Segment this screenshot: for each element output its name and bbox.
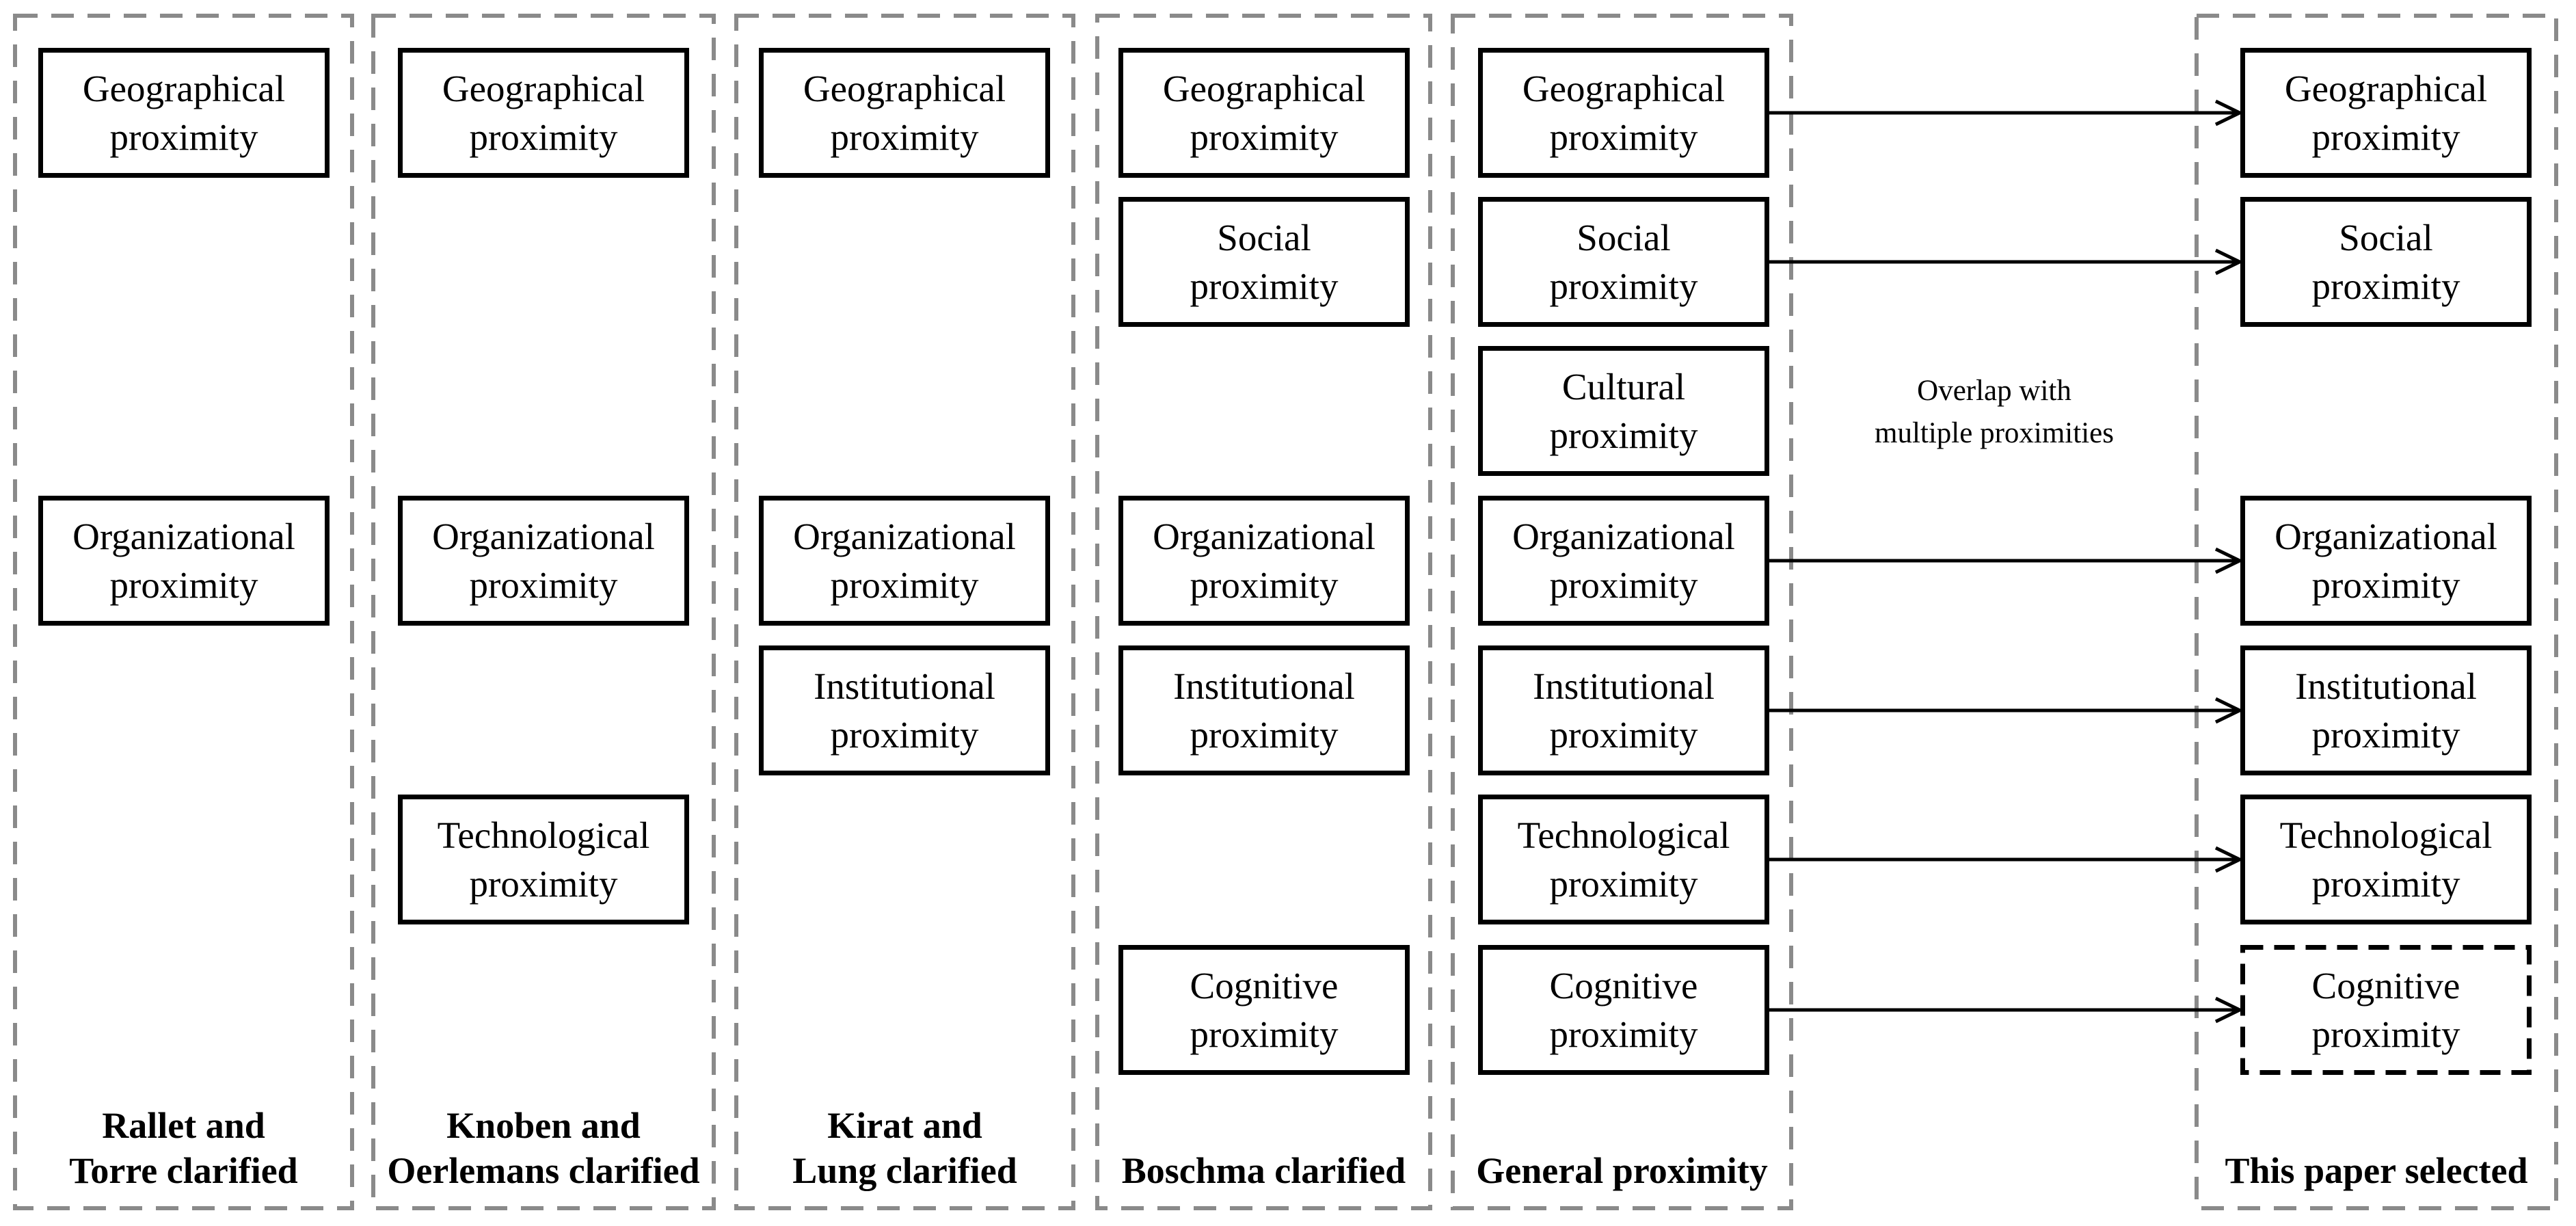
box-selected-institutional: Institutional proximity <box>2240 645 2532 775</box>
box-label-line: Institutional <box>2295 665 2477 707</box>
box-knoben-geographical: Geographical proximity <box>398 48 689 178</box>
box-label-line: Technological <box>2279 814 2493 856</box>
box-rallet-organizational: Organizational proximity <box>38 496 330 626</box>
box-label-line: Geographical <box>442 68 645 109</box>
box-general-institutional: Institutional proximity <box>1478 645 1769 775</box>
box-label-line: Technological <box>437 814 650 856</box>
box-label-line: proximity <box>109 564 258 606</box>
box-boschma-institutional: Institutional proximity <box>1118 645 1410 775</box>
box-label-line: Organizational <box>1512 516 1735 557</box>
overlap-note: Overlap with multiple proximities <box>1875 375 2114 449</box>
box-label-line: proximity <box>469 564 618 606</box>
box-selected-social: Social proximity <box>2240 197 2532 327</box>
box-boschma-geographical: Geographical proximity <box>1118 48 1410 178</box>
box-general-technological: Technological proximity <box>1478 795 1769 924</box>
arrow-geographical <box>1769 99 2244 126</box>
box-label-line: Social <box>1577 217 1671 258</box>
box-selected-technological: Technological proximity <box>2240 795 2532 924</box>
box-label-line: proximity <box>2311 564 2460 606</box>
box-label-line: Institutional <box>814 665 995 707</box>
box-label-line: Geographical <box>1162 68 1366 109</box>
box-label-line: Geographical <box>1522 68 1726 109</box>
box-label-line: proximity <box>109 116 258 158</box>
arrow-institutional <box>1769 697 2244 724</box>
box-knoben-technological: Technological proximity <box>398 795 689 924</box>
column-label-general-proximity: General proximity <box>1476 1150 1768 1191</box>
box-general-cognitive: Cognitive proximity <box>1478 945 1769 1075</box>
arrow-technological <box>1769 846 2244 873</box>
column-label-kirat-lung: Kirat and Lung clarified <box>792 1105 1017 1191</box>
box-general-cultural: Cultural proximity <box>1478 346 1769 476</box>
box-label-line: Technological <box>1517 814 1730 856</box>
box-selected-geographical: Geographical proximity <box>2240 48 2532 178</box>
column-frame-knoben-oerlemans <box>371 14 716 1210</box>
box-label-line: Geographical <box>2284 68 2488 109</box>
box-label-line: Organizational <box>2275 516 2497 557</box>
box-label-line: proximity <box>2311 265 2460 307</box>
box-kirat-institutional: Institutional proximity <box>759 645 1050 775</box>
box-label-line: Institutional <box>1533 665 1715 707</box>
box-boschma-cognitive: Cognitive proximity <box>1118 945 1410 1075</box>
box-label-line: proximity <box>1549 564 1698 606</box>
box-label-line: proximity <box>1549 414 1698 456</box>
box-boschma-organizational: Organizational proximity <box>1118 496 1410 626</box>
box-label-line: proximity <box>1190 714 1339 756</box>
box-label-line: Social <box>2339 217 2433 258</box>
box-label-line: proximity <box>1190 265 1339 307</box>
column-frame-paper-selected <box>2195 14 2558 1210</box>
box-label-line: proximity <box>1549 714 1698 756</box>
box-label-line: proximity <box>2311 714 2460 756</box>
column-frame-boschma <box>1095 14 1432 1210</box>
box-kirat-organizational: Organizational proximity <box>759 496 1050 626</box>
box-label-line: Cognitive <box>1549 965 1698 1007</box>
box-selected-cognitive: Cognitive proximity <box>2240 945 2532 1075</box>
arrow-cognitive <box>1769 996 2244 1024</box>
box-label-line: Cognitive <box>2311 965 2460 1007</box>
box-label-line: Organizational <box>432 516 655 557</box>
box-selected-organizational: Organizational proximity <box>2240 496 2532 626</box>
box-label-line: proximity <box>830 714 979 756</box>
box-label-line: Cultural <box>1561 366 1686 408</box>
box-label-line: proximity <box>830 564 979 606</box>
column-label-boschma: Boschma clarified <box>1121 1150 1406 1191</box>
box-label-line: proximity <box>1190 116 1339 158</box>
arrow-social <box>1769 248 2244 276</box>
box-rallet-geographical: Geographical proximity <box>38 48 330 178</box>
box-general-geographical: Geographical proximity <box>1478 48 1769 178</box>
arrows-layer <box>1769 99 2244 1024</box>
box-label-line: proximity <box>1549 1013 1698 1055</box>
arrow-organizational <box>1769 547 2244 574</box>
box-label-line: Organizational <box>72 516 295 557</box>
box-label-line: Geographical <box>803 68 1006 109</box>
box-label-line: Organizational <box>793 516 1016 557</box>
box-label-line: proximity <box>469 863 618 905</box>
box-label-line: Institutional <box>1173 665 1355 707</box>
box-general-organizational: Organizational proximity <box>1478 496 1769 626</box>
column-frame-general-proximity <box>1451 14 1793 1210</box>
column-label-rallet-torre: Rallet and Torre clarified <box>69 1105 298 1191</box>
box-label-line: proximity <box>1549 116 1698 158</box>
box-kirat-geographical: Geographical proximity <box>759 48 1050 178</box>
box-label-line: Organizational <box>1153 516 1376 557</box>
box-knoben-organizational: Organizational proximity <box>398 496 689 626</box>
column-label-knoben-oerlemans: Knoben and Oerlemans clarified <box>387 1105 700 1191</box>
box-label-line: Geographical <box>82 68 286 109</box>
box-label-line: Cognitive <box>1190 965 1339 1007</box>
box-label-line: proximity <box>830 116 979 158</box>
box-general-social: Social proximity <box>1478 197 1769 327</box>
box-label-line: proximity <box>2311 863 2460 905</box>
box-boschma-social: Social proximity <box>1118 197 1410 327</box>
box-label-line: proximity <box>2311 1013 2460 1055</box>
column-label-paper-selected: This paper selected <box>2225 1150 2528 1191</box>
box-label-line: proximity <box>1549 863 1698 905</box>
box-label-line: proximity <box>1190 1013 1339 1055</box>
box-label-line: proximity <box>469 116 618 158</box>
box-label-line: proximity <box>1549 265 1698 307</box>
box-label-line: proximity <box>1190 564 1339 606</box>
box-label-line: Social <box>1217 217 1311 258</box>
box-label-line: proximity <box>2311 116 2460 158</box>
